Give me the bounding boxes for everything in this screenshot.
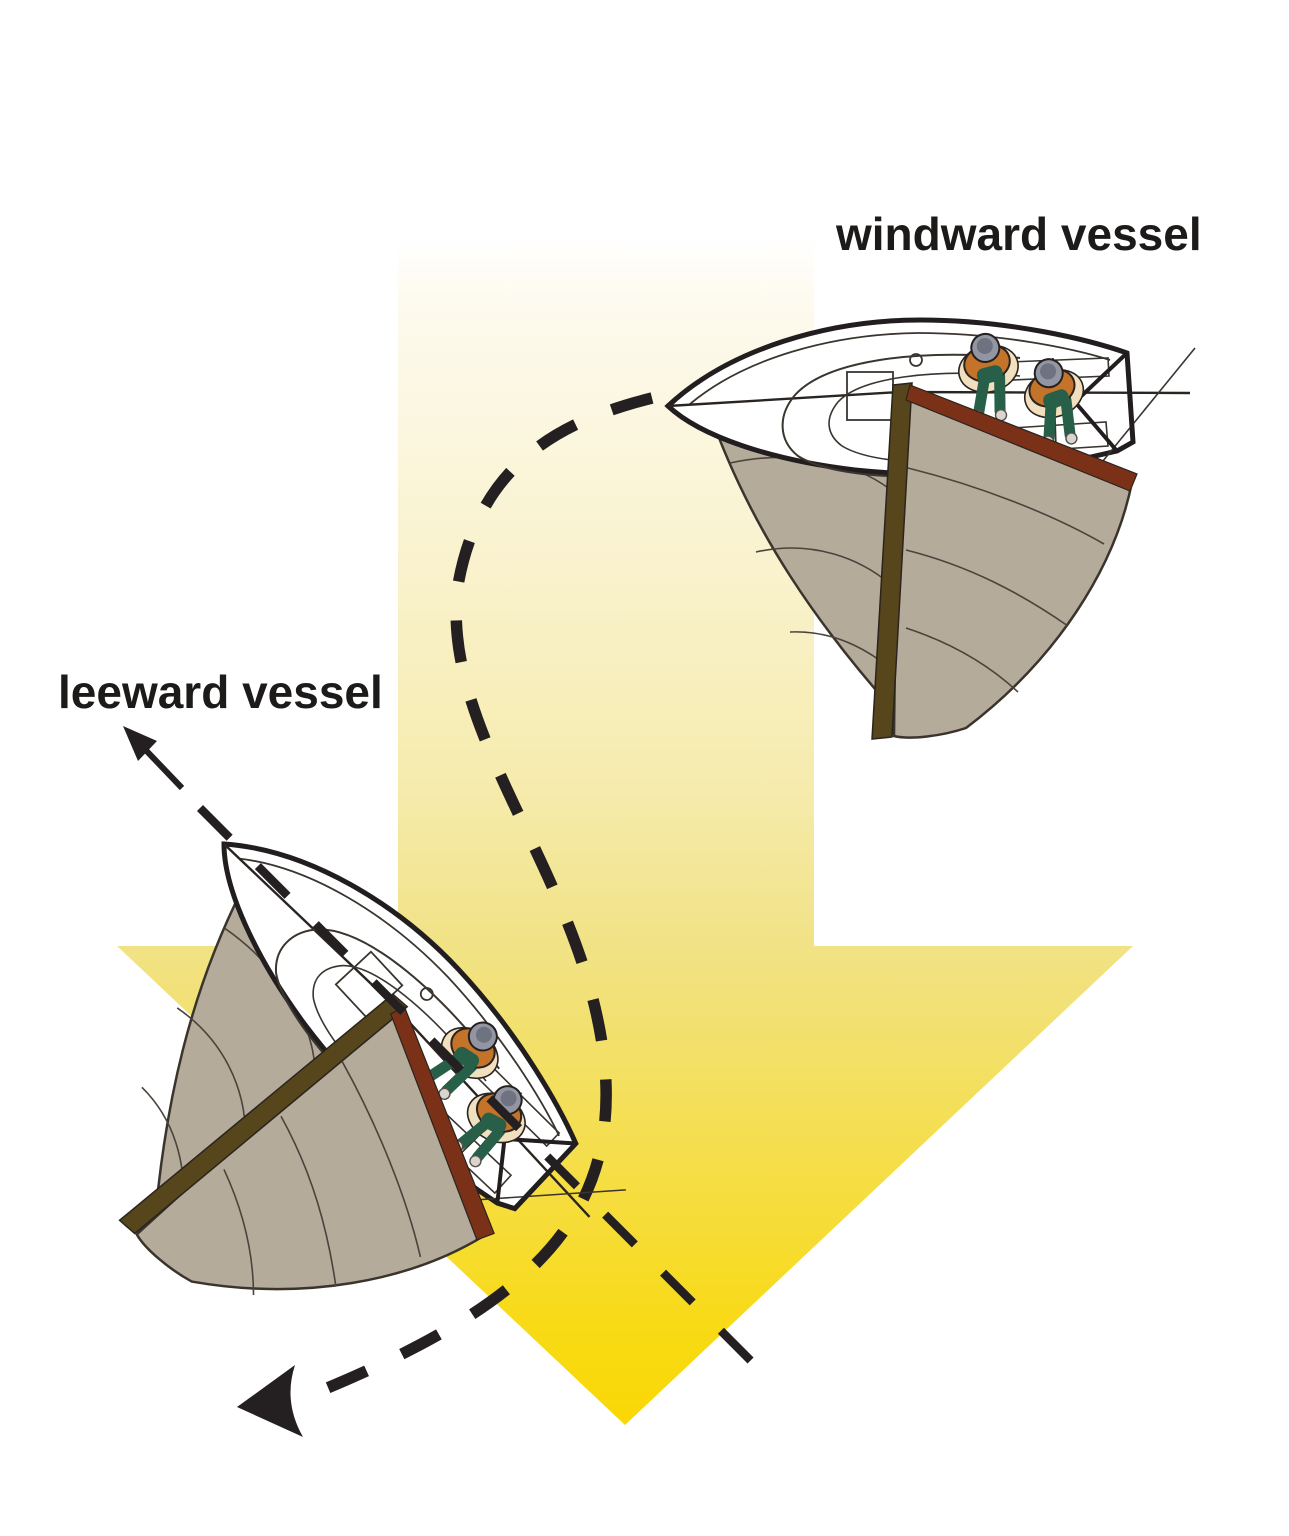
leeward-course-dashed-line <box>196 805 766 1375</box>
leeward-course-arrowhead-icon <box>123 726 157 761</box>
windward-track-arrowhead-icon <box>237 1365 303 1437</box>
windward-track-dashed-path <box>305 392 654 1402</box>
leeward-vessel-label: leeward vessel <box>58 666 383 718</box>
windward-vessel-label: windward vessel <box>836 208 1202 260</box>
